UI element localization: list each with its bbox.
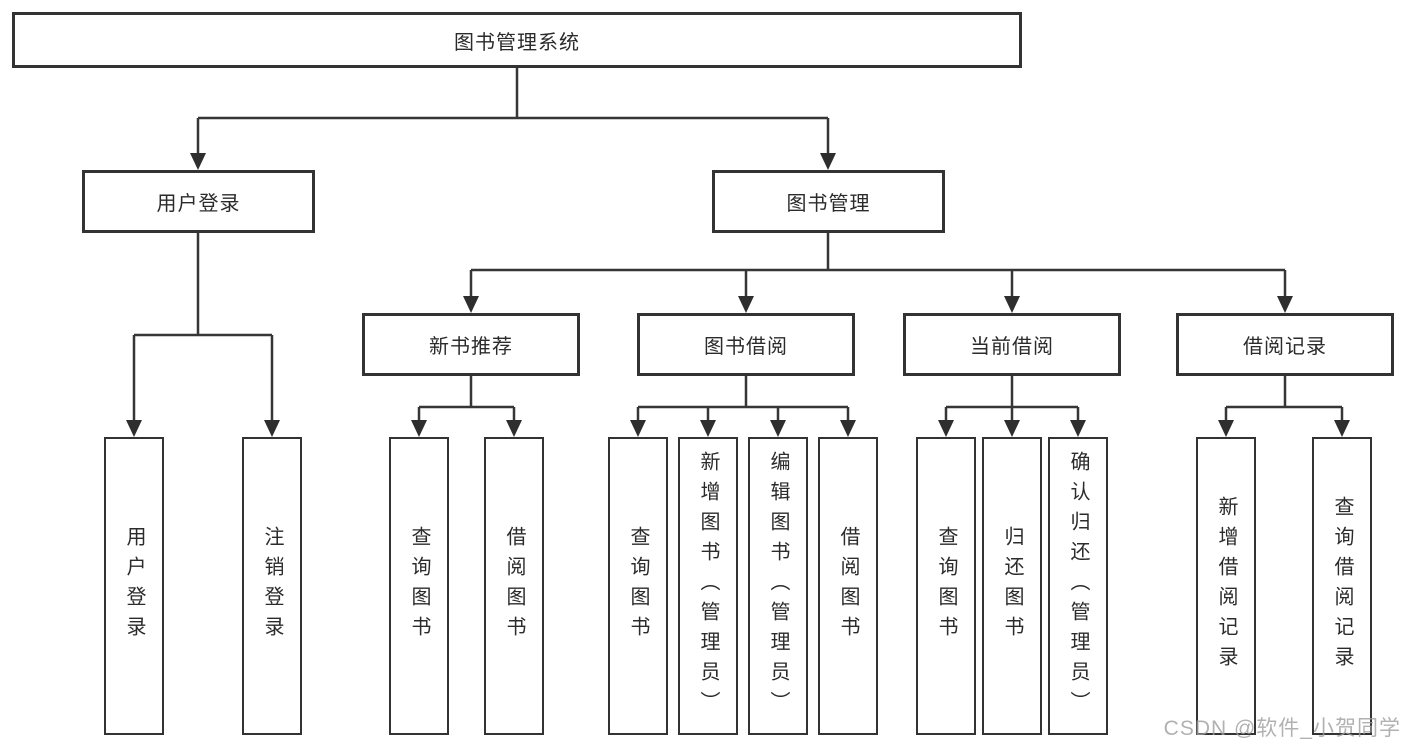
leaf-user-login: 用户登录 [104,437,164,735]
arrowhead [1070,420,1086,437]
arrowhead [840,420,856,437]
leaf-label: 新增图书（管理员） [697,451,719,721]
leaf-label: 归还图书 [1001,526,1023,646]
node-book-borrow: 图书借阅 [637,313,855,376]
leaf-add-books-admin: 新增图书（管理员） [678,437,738,735]
connector-root-to-level2 [190,68,836,170]
leaf-label: 借阅图书 [837,526,859,646]
arrowhead [700,420,716,437]
connector-borrow-records-to-leaves [1218,376,1350,437]
leaf-borrow-books-recommend: 借阅图书 [484,437,544,735]
arrowhead [1334,420,1350,437]
leaf-label: 注销登录 [261,526,283,646]
node-new-book-recommend: 新书推荐 [362,313,580,376]
node-root-system: 图书管理系统 [12,12,1022,68]
leaf-query-books-current: 查询图书 [916,437,976,735]
node-label: 用户登录 [156,193,241,215]
node-label: 当前借阅 [970,336,1054,358]
csdn-watermark: CSDN @软件_小贺同学 [1163,717,1401,740]
node-user-login: 用户登录 [82,170,315,233]
connector-new-book-to-leaves [411,376,522,437]
arrowhead [190,153,206,170]
arrowhead [1218,420,1234,437]
leaf-label: 用户登录 [123,526,145,646]
leaf-query-books-borrow: 查询图书 [608,437,668,735]
leaf-logout-login: 注销登录 [242,437,302,735]
arrowhead [264,420,280,437]
leaf-label: 确认归还（管理员） [1067,451,1089,721]
connector-current-borrow-to-leaves [938,376,1086,437]
node-root-label: 图书管理系统 [454,31,580,54]
node-label: 借阅记录 [1243,336,1327,358]
leaf-label: 编辑图书（管理员） [767,451,789,721]
node-label: 新书推荐 [429,336,513,358]
arrowhead [1004,296,1020,313]
leaf-borrow-books: 借阅图书 [818,437,878,735]
leaf-label: 查询图书 [627,526,649,646]
arrowhead [463,296,479,313]
arrowhead [1004,420,1020,437]
leaf-return-books: 归还图书 [982,437,1042,735]
leaf-edit-books-admin: 编辑图书（管理员） [748,437,808,735]
arrowhead [411,420,427,437]
leaf-label: 新增借阅记录 [1215,496,1237,676]
arrowhead [738,296,754,313]
arrowhead [506,420,522,437]
arrowhead [1277,296,1293,313]
node-label: 图书借阅 [704,336,788,358]
leaf-add-borrow-record: 新增借阅记录 [1196,437,1256,735]
node-label: 图书管理 [786,193,871,215]
node-book-management: 图书管理 [712,170,945,233]
connector-book-borrow-to-leaves [630,376,856,437]
leaf-label: 借阅图书 [503,526,525,646]
leaf-query-borrow-record: 查询借阅记录 [1312,437,1372,735]
leaf-query-books-recommend: 查询图书 [389,437,449,735]
leaf-label: 查询图书 [408,526,430,646]
node-borrow-records: 借阅记录 [1176,313,1394,376]
arrowhead [938,420,954,437]
connector-book-management-to-level3 [463,233,1293,313]
arrowhead [770,420,786,437]
arrowhead [820,153,836,170]
arrowhead [126,420,142,437]
node-current-borrow: 当前借阅 [903,313,1121,376]
leaf-label: 查询借阅记录 [1331,496,1353,676]
leaf-label: 查询图书 [935,526,957,646]
leaf-confirm-return-admin: 确认归还（管理员） [1048,437,1108,735]
connector-user-login-to-leaves [126,233,280,437]
arrowhead [630,420,646,437]
